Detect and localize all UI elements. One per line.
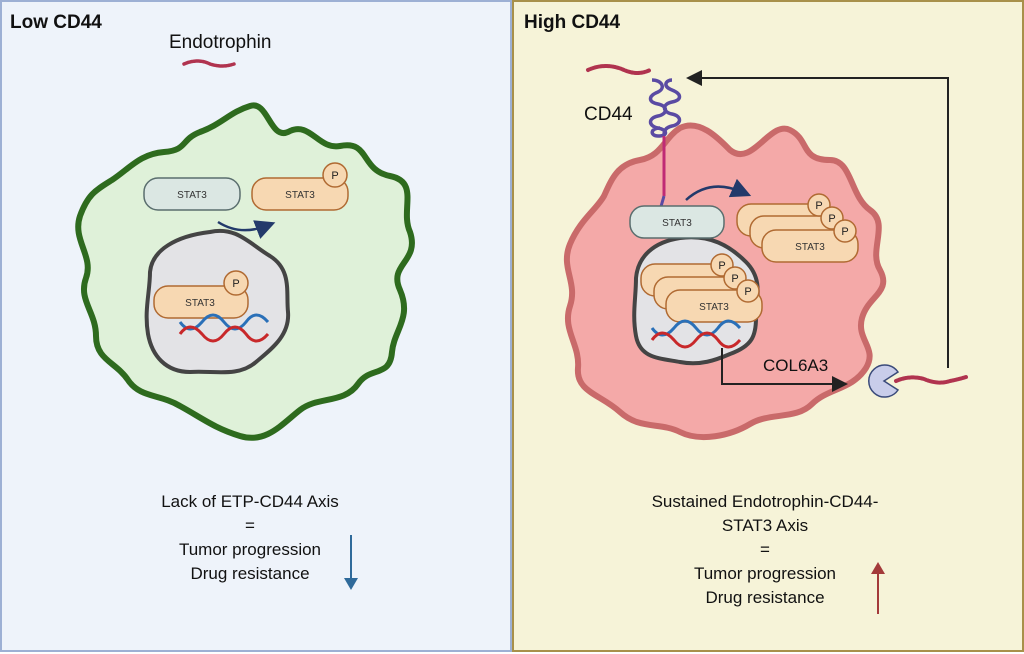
phosphate-icon xyxy=(322,162,348,188)
caption-line: Drug resistance xyxy=(705,588,825,607)
stat3-label: STAT3 xyxy=(662,218,692,229)
caption-line: Sustained Endotrophin-CD44- xyxy=(651,492,879,511)
phosphate-label: P xyxy=(232,278,239,290)
phosphorylation-arrow-icon xyxy=(685,178,752,201)
stat3-label: STAT3 xyxy=(795,242,825,253)
phosphate-label: P xyxy=(331,170,338,182)
stat3-phosphorylated xyxy=(251,177,349,211)
stat3-label: STAT3 xyxy=(185,298,215,309)
endotrophin-ligand-icon xyxy=(894,375,968,385)
phosphate-label: P xyxy=(841,226,848,238)
caption-line: Tumor progression xyxy=(693,564,837,583)
phosphate-icon xyxy=(223,270,249,296)
phosphate-label: P xyxy=(744,286,751,298)
stat3-nuclear xyxy=(153,285,249,319)
caption-line: Lack of ETP-CD44 Axis xyxy=(161,492,339,511)
protease-icon xyxy=(868,364,900,398)
phosphate-label: P xyxy=(828,213,835,225)
stat3-label: STAT3 xyxy=(177,190,207,201)
high-cd44-caption: Sustained Endotrophin-CD44- STAT3 Axis =… xyxy=(620,490,910,610)
panel-title: High CD44 xyxy=(524,12,621,33)
phosphate-label: P xyxy=(731,273,738,285)
feedback-arrow-icon xyxy=(686,70,949,368)
transcription-arrow-icon xyxy=(721,348,848,392)
stat3-phosphorylated-stack xyxy=(736,193,859,263)
caption-line: STAT3 Axis xyxy=(721,516,809,535)
col6a3-label: COL6A3 xyxy=(763,356,829,375)
caption-line: Drug resistance xyxy=(190,564,310,583)
phosphorylation-arrow-icon xyxy=(217,220,276,239)
phosphate-label: P xyxy=(815,200,822,212)
stat3-unphosphorylated xyxy=(629,205,725,239)
panel-title: Low CD44 xyxy=(10,12,102,33)
trend-down-arrow-head xyxy=(344,578,358,590)
stat3-label: STAT3 xyxy=(285,190,315,201)
trend-up-arrow-head xyxy=(871,562,885,574)
endotrophin-ligand-icon xyxy=(586,64,652,75)
dna-icon xyxy=(650,319,742,349)
dna-icon xyxy=(178,313,270,343)
stat3-unphosphorylated xyxy=(143,177,241,211)
caption-line: = xyxy=(245,516,255,535)
phosphate-label: P xyxy=(718,260,725,272)
stat3-label: STAT3 xyxy=(699,302,729,313)
low-cd44-caption: Lack of ETP-CD44 Axis = Tumor progressio… xyxy=(120,490,380,586)
caption-line: Tumor progression xyxy=(178,540,322,559)
stat3-nuclear-stack xyxy=(640,253,763,323)
caption-line: = xyxy=(760,540,770,559)
endotrophin-ligand-icon xyxy=(182,59,236,68)
endotrophin-label: Endotrophin xyxy=(169,32,272,53)
cd44-label: CD44 xyxy=(584,104,633,125)
